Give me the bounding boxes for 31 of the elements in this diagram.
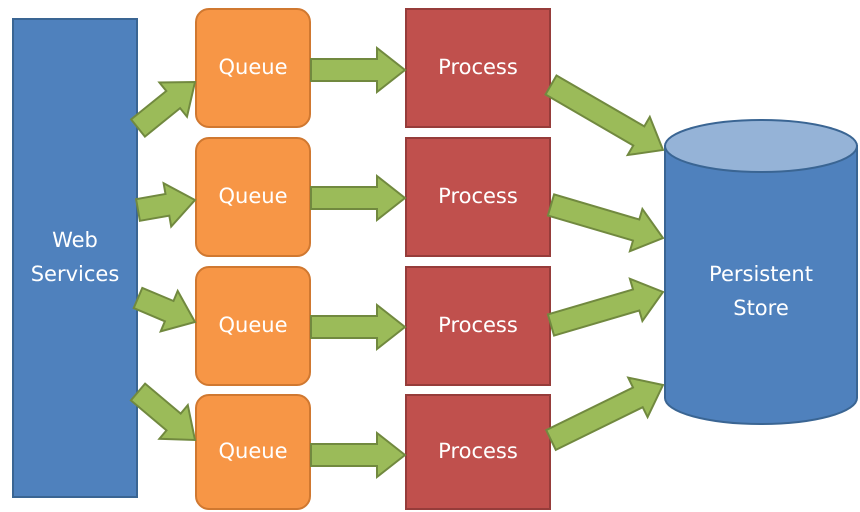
block-arrow xyxy=(544,376,664,452)
node-label: Queue xyxy=(218,438,288,466)
block-arrow xyxy=(134,181,197,229)
node-label: Queue xyxy=(218,312,288,340)
block-arrow xyxy=(310,174,407,222)
node-label: Queue xyxy=(218,183,288,210)
queue-box xyxy=(195,266,311,386)
node-label: Queue xyxy=(218,54,288,82)
node-label: Process xyxy=(438,54,518,82)
block-arrow xyxy=(546,193,665,253)
queue-box xyxy=(195,394,311,510)
service-box xyxy=(12,18,138,498)
node-label: Process xyxy=(438,183,518,210)
block-arrow xyxy=(544,74,664,156)
node-label: Web Services xyxy=(30,227,120,288)
process-box xyxy=(405,8,551,128)
queue-box xyxy=(195,8,311,128)
process-box xyxy=(405,137,551,257)
process-box xyxy=(405,266,551,386)
node-label: Process xyxy=(438,438,518,466)
block-arrow xyxy=(310,302,407,352)
node-label: Process xyxy=(438,312,518,340)
block-arrow xyxy=(546,277,665,337)
process-box xyxy=(405,394,551,510)
block-arrow xyxy=(130,80,196,138)
queue-box xyxy=(195,137,311,257)
block-arrow xyxy=(310,430,407,480)
block-arrow xyxy=(129,382,196,442)
block-arrow xyxy=(132,286,196,333)
node-label: Persistent Store xyxy=(708,261,814,322)
block-arrow xyxy=(310,46,407,94)
